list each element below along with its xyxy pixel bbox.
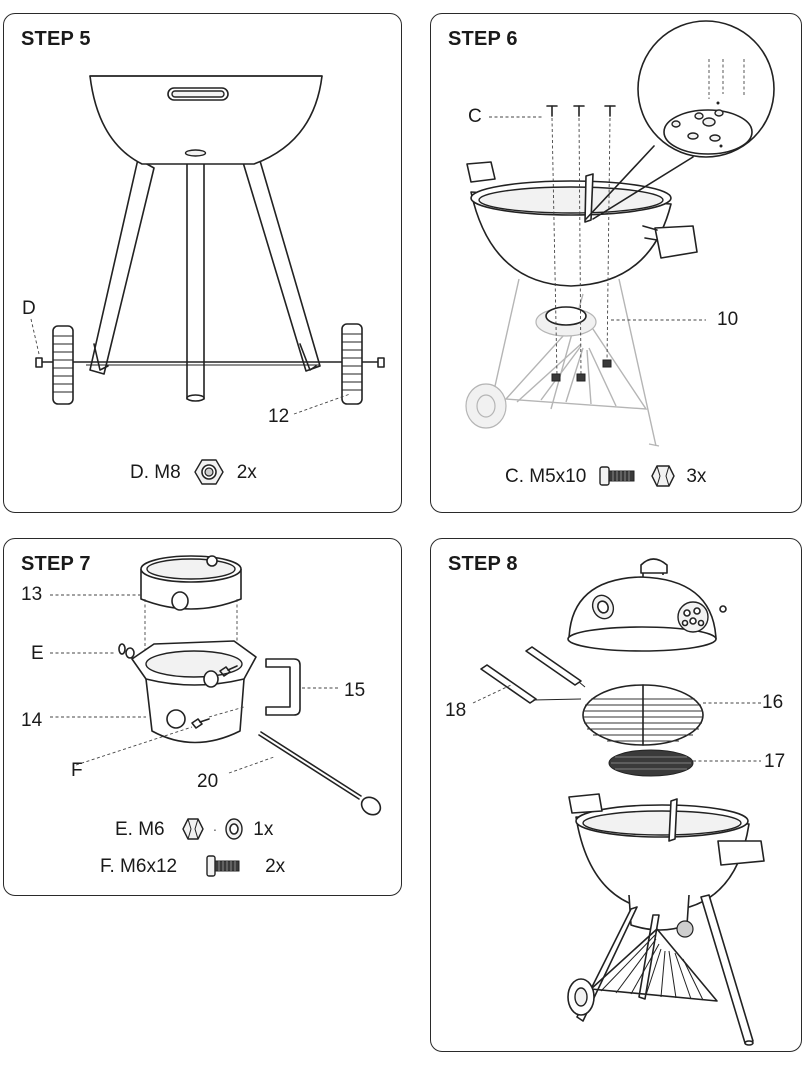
callout-part-13: 13: [21, 584, 43, 605]
step-7-panel: STEP 7 13 E 14 15 F 20 E. M6 · 1x F. M6x…: [3, 538, 402, 896]
hardware-line-d: D. M8 2x: [130, 458, 257, 486]
callout-part-14: 14: [21, 710, 43, 731]
hardware-label-d: D. M8: [130, 461, 181, 483]
step-8-title: STEP 8: [448, 553, 518, 575]
hardware-separator-dot: ·: [212, 821, 218, 837]
callout-part-10: 10: [717, 309, 739, 330]
callout-hardware-c: C: [468, 106, 482, 127]
step-6-vent-assembly-illustration: [465, 20, 775, 447]
step-7-ash-catcher-illustration: [50, 555, 382, 816]
step-6-panel: STEP 6 C 10 C. M5x10 3x: [430, 13, 802, 513]
hardware-label-e: E. M6: [115, 818, 165, 840]
callout-part-15: 15: [344, 680, 366, 701]
callout-hardware-d: D: [22, 298, 36, 319]
step-6-title: STEP 6: [448, 28, 518, 50]
step-5-title: STEP 5: [21, 28, 91, 50]
callout-part-20: 20: [197, 771, 219, 792]
hardware-qty-e: 1x: [253, 818, 274, 840]
callout-part-16: 16: [762, 692, 784, 713]
nut-icon: [651, 465, 676, 487]
hardware-label-f: F. M6x12: [100, 855, 178, 877]
bolt-icon: [599, 466, 635, 486]
step-7-title: STEP 7: [21, 553, 91, 575]
bolt-icon: [206, 855, 240, 877]
callout-part-18: 18: [445, 700, 467, 721]
step-5-panel: STEP 5 D 12 D. M8 2x: [3, 13, 402, 513]
nut-icon: [181, 818, 204, 840]
nut-icon: [193, 459, 224, 485]
callout-hardware-f: F: [71, 760, 83, 781]
hardware-line-e: E. M6 · 1x: [115, 817, 273, 841]
callout-part-12: 12: [268, 406, 290, 427]
hardware-qty-f: 2x: [265, 855, 286, 877]
step-8-final-assembly-illustration: [472, 558, 765, 1046]
washer-icon: [225, 818, 243, 840]
hardware-qty-c: 3x: [686, 465, 707, 487]
step-8-panel: STEP 8 18 16 17: [430, 538, 802, 1052]
hardware-qty-d: 2x: [236, 461, 257, 483]
hardware-line-f: F. M6x12 2x: [100, 854, 285, 878]
step-5-grill-base-illustration: [30, 75, 385, 415]
callout-hardware-e: E: [31, 643, 44, 664]
callout-part-17: 17: [764, 751, 786, 772]
hardware-line-c: C. M5x10 3x: [505, 464, 706, 488]
hardware-label-c: C. M5x10: [505, 465, 587, 487]
